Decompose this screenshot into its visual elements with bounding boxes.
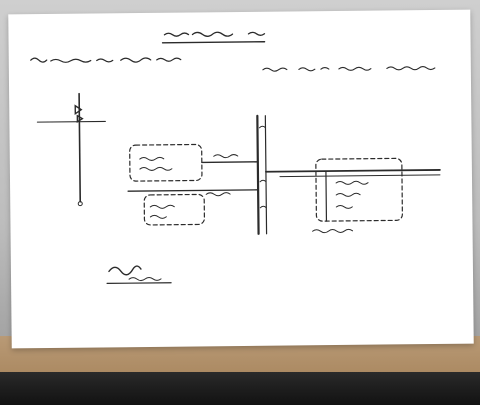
upper-feeder-label: [213, 154, 239, 159]
title-underline: [161, 41, 266, 44]
dark-floor: [0, 372, 480, 405]
left-upper-box: [129, 143, 203, 182]
left-lower-box: [127, 189, 259, 226]
main-horizontal-line-2: [279, 174, 441, 178]
pole-symbol: [36, 92, 106, 207]
upper-feeder-line: [201, 161, 259, 164]
main-horizontal-line: [265, 169, 441, 173]
vertical-bus-middle: [256, 114, 268, 235]
header-right-scribble: [262, 66, 436, 72]
header-left-scribble: [30, 57, 182, 63]
title-scribble: [163, 31, 266, 37]
right-circuit-box: [315, 157, 403, 222]
signature: [106, 265, 172, 285]
handwritten-drawing: [30, 31, 441, 285]
paper-sheet: [8, 9, 474, 349]
right-box-caption: [312, 228, 354, 234]
